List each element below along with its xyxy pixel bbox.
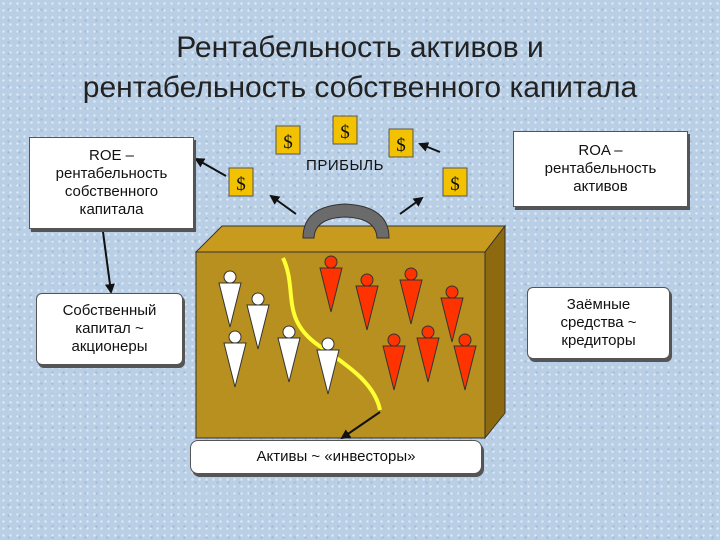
profit-label: ПРИБЫЛЬ — [306, 157, 384, 174]
person-icon — [277, 325, 301, 383]
roa-label: ROA – рентабельность активов — [544, 142, 657, 195]
person-icon — [453, 333, 477, 391]
briefcase-top-face — [194, 225, 507, 253]
creditor-figures — [319, 255, 477, 391]
dollar-coin-icon: $ — [388, 128, 414, 158]
dollar-coin-icon: $ — [228, 167, 254, 197]
title-line-2: рентабельность собственного капитала — [82, 71, 638, 104]
roe-box: ROE – рентабельность собственного капита… — [29, 137, 194, 229]
debt-box: Заёмные средства ~ кредиторы — [527, 287, 670, 359]
person-icon — [399, 267, 423, 325]
dollar-coin-icon: $ — [332, 115, 358, 145]
arrow-icon — [269, 194, 297, 215]
svg-text:$: $ — [450, 174, 460, 195]
arrow-icon — [399, 196, 424, 215]
person-icon — [355, 273, 379, 331]
page-title: Рентабельность активов и рентабельность … — [0, 28, 720, 108]
shareholder-figures — [218, 270, 340, 395]
roe-label: ROE – рентабельность собственного капита… — [55, 147, 168, 218]
person-icon — [223, 330, 247, 388]
arrow-icon — [194, 158, 227, 177]
assets-box: Активы ~ «инвесторы» — [190, 440, 482, 474]
dollar-coin-icon: $ — [275, 125, 301, 155]
arrow-icon — [418, 142, 441, 153]
person-icon — [416, 325, 440, 383]
roa-box: ROA – рентабельность активов — [513, 131, 688, 207]
debt-label: Заёмные средства ~ кредиторы — [560, 296, 637, 349]
equity-label: Собственный капитал ~ акционеры — [62, 302, 157, 355]
divider-line — [281, 257, 382, 411]
title-line-1: Рентабельность активов и — [176, 31, 544, 64]
svg-text:$: $ — [396, 135, 406, 156]
person-icon — [319, 255, 343, 313]
assets-label: Активы ~ «инвесторы» — [256, 448, 416, 465]
dollar-coin-icon: $ — [442, 167, 468, 197]
briefcase-handle — [302, 203, 390, 239]
person-icon — [316, 337, 340, 395]
svg-text:$: $ — [340, 122, 350, 143]
svg-text:$: $ — [236, 174, 246, 195]
arrow-icon — [102, 231, 115, 294]
arrow-icon — [340, 411, 381, 440]
briefcase-side-face — [484, 224, 506, 440]
equity-box: Собственный капитал ~ акционеры — [36, 293, 183, 365]
person-icon — [440, 285, 464, 343]
person-icon — [218, 270, 242, 328]
person-icon — [382, 333, 406, 391]
svg-text:$: $ — [283, 132, 293, 153]
person-icon — [246, 292, 270, 350]
